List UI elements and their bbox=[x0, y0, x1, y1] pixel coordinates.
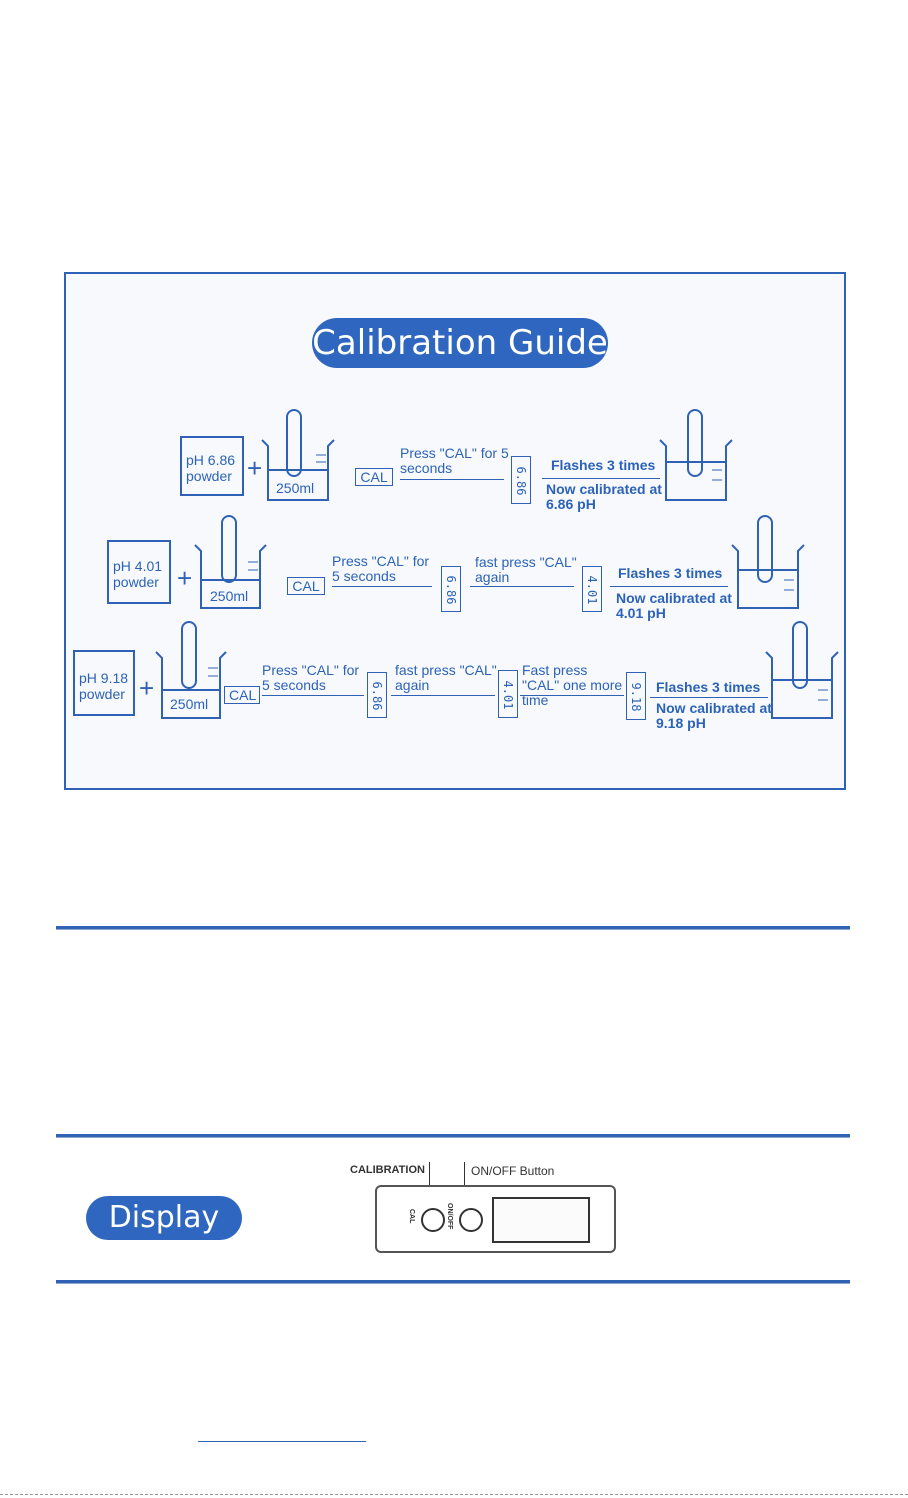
ph-powder-box: pH 6.86 powder bbox=[180, 436, 244, 496]
result-text: Now calibrated at 4.01 pH bbox=[616, 590, 732, 621]
calibration-guide-title: Calibration Guide bbox=[312, 318, 608, 368]
step-text: fast press "CAL" again bbox=[395, 662, 497, 693]
guide-illustrations bbox=[155, 409, 839, 719]
cal-button-label: CAL bbox=[408, 1209, 415, 1224]
step-text: Fast press "CAL" one more time bbox=[522, 662, 623, 708]
ph-powder-box: pH 9.18 powder bbox=[73, 650, 135, 716]
connector-line bbox=[332, 586, 432, 587]
onoff-button bbox=[459, 1208, 483, 1232]
link-underline bbox=[198, 1441, 366, 1442]
connector-line bbox=[650, 697, 768, 698]
result-text: Now calibrated at 6.86 pH bbox=[546, 481, 662, 512]
connector-line bbox=[520, 695, 624, 696]
display-section-title: Display bbox=[86, 1196, 242, 1240]
plus-icon: + bbox=[177, 563, 193, 593]
step-text: Press "CAL" for 5 seconds bbox=[262, 662, 360, 693]
lcd-display-icon: 4.01 bbox=[498, 670, 518, 718]
beaker-volume: 250ml bbox=[276, 480, 315, 496]
cal-button-icon: CAL bbox=[355, 468, 393, 486]
step-text: fast press "CAL" again bbox=[475, 554, 577, 585]
beaker-icon bbox=[194, 515, 267, 609]
connector-line bbox=[470, 586, 574, 587]
page-edge bbox=[0, 1494, 908, 1495]
lcd-display-icon: 6.86 bbox=[367, 672, 387, 718]
lcd-display-icon: 9.18 bbox=[626, 672, 646, 720]
section-divider bbox=[56, 1280, 850, 1284]
step-text: Press "CAL" for 5 seconds bbox=[332, 553, 430, 584]
calibration-label: CALIBRATION bbox=[350, 1164, 425, 1176]
powder-label: pH 9.18 powder bbox=[79, 670, 129, 702]
beaker-icon bbox=[659, 409, 733, 501]
flash-text: Flashes 3 times bbox=[656, 679, 761, 695]
powder-label: pH 4.01 powder bbox=[113, 558, 163, 590]
onoff-label: ON/OFF Button bbox=[471, 1164, 555, 1178]
step-text: Press "CAL" for 5 seconds bbox=[400, 445, 509, 476]
section-divider bbox=[56, 926, 850, 930]
beaker-volume: 250ml bbox=[210, 588, 249, 604]
connector-line bbox=[262, 695, 364, 696]
meter-device-illustration: CAL ON/OFF bbox=[375, 1185, 616, 1253]
cal-button bbox=[421, 1208, 445, 1232]
section-divider bbox=[56, 1134, 850, 1138]
beaker-icon bbox=[731, 515, 805, 609]
result-text: Now calibrated at 9.18 pH bbox=[656, 700, 772, 731]
flash-text: Flashes 3 times bbox=[551, 457, 656, 473]
flash-text: Flashes 3 times bbox=[618, 565, 723, 581]
onoff-button-label: ON/OFF bbox=[446, 1203, 453, 1230]
beaker-icon bbox=[261, 409, 335, 501]
cal-button-icon: CAL bbox=[287, 577, 325, 595]
cal-button-icon: CAL bbox=[224, 686, 260, 704]
lcd-display-icon: 6.86 bbox=[441, 566, 461, 612]
connector-line bbox=[391, 695, 495, 696]
plus-icon: + bbox=[247, 453, 263, 483]
connector-line bbox=[610, 586, 728, 587]
beaker-volume: 250ml bbox=[170, 696, 209, 712]
connector-line bbox=[400, 479, 504, 480]
beaker-icon bbox=[765, 621, 839, 719]
beaker-icon bbox=[155, 621, 227, 719]
plus-icon: + bbox=[139, 673, 155, 703]
lcd-display-icon: 6.86 bbox=[511, 456, 531, 504]
connector-line bbox=[542, 478, 660, 479]
powder-label: pH 6.86 powder bbox=[186, 452, 236, 484]
lcd-screen bbox=[492, 1197, 590, 1243]
lcd-display-icon: 4.01 bbox=[582, 566, 602, 612]
ph-powder-box: pH 4.01 powder bbox=[107, 540, 171, 604]
